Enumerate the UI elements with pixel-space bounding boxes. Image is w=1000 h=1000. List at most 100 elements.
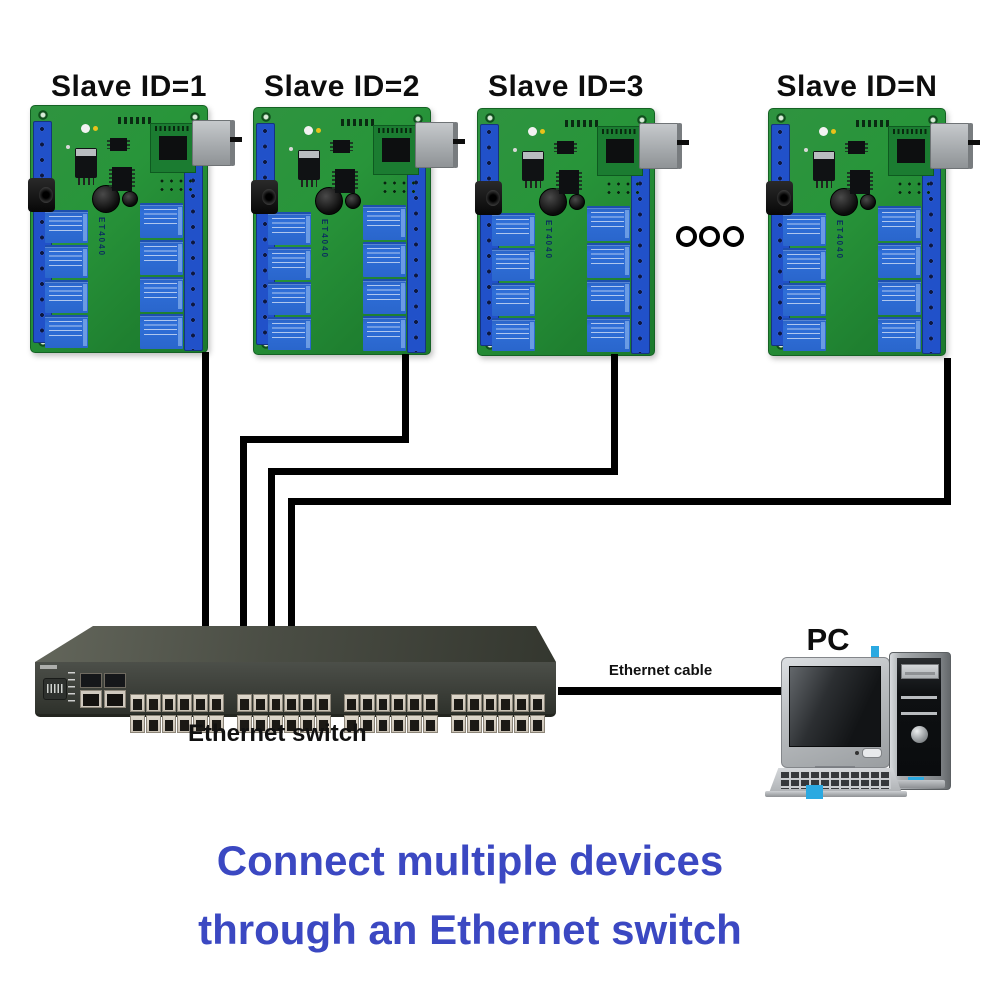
relay-board-1: ET4040 — [28, 105, 242, 353]
port-group — [451, 694, 553, 734]
ellipsis-dot — [723, 226, 744, 247]
led-labels — [68, 672, 75, 702]
rj45-port-icon — [529, 714, 545, 733]
silkscreen-text: ET4040 — [544, 220, 553, 261]
header-dots — [381, 179, 419, 196]
white-led — [819, 127, 828, 136]
mounting-hole — [190, 112, 200, 122]
rj45-port-icon — [177, 694, 193, 712]
capacitor — [860, 194, 876, 210]
rj45-port-icon — [451, 714, 466, 733]
sfp-slot — [80, 673, 102, 688]
relay — [45, 280, 88, 313]
relay — [363, 316, 406, 351]
rj45-port-icon — [375, 714, 391, 733]
rj45-port-icon — [268, 694, 284, 712]
dc-power-jack-icon — [475, 181, 502, 215]
port-group — [130, 694, 232, 734]
cable-boardn-v1 — [944, 358, 951, 505]
mounting-hole — [637, 115, 647, 125]
white-led — [528, 127, 537, 136]
rj45-port-icon — [208, 714, 224, 733]
rj45-port-icon — [130, 694, 145, 712]
rj45-port-icon — [145, 694, 161, 712]
relay — [878, 206, 921, 241]
white-led — [304, 126, 313, 135]
relay-board-n: ET4040 — [766, 108, 980, 356]
relay — [587, 280, 630, 315]
ic-chip — [330, 140, 353, 153]
silkscreen-text: ET4040 — [320, 219, 329, 260]
switch-front-face — [35, 662, 556, 733]
relay — [268, 247, 311, 280]
ic-chip — [556, 170, 582, 194]
cable-board3-v2 — [268, 468, 275, 688]
sfp-slot — [104, 673, 126, 688]
dc-power-jack-icon — [28, 178, 55, 212]
rj45-port-icon — [300, 694, 315, 712]
ic-chip — [845, 141, 868, 154]
relay — [363, 205, 406, 240]
rj45-port-icon — [498, 714, 514, 733]
ic-chip — [107, 138, 130, 151]
rj45-port-icon — [466, 694, 482, 712]
rj45-port-icon — [451, 694, 466, 712]
relay — [140, 203, 183, 238]
rj45-port-icon — [482, 714, 498, 733]
relay — [783, 283, 826, 316]
relay — [363, 242, 406, 277]
rj45-port-icon — [284, 694, 300, 712]
yellow-led — [540, 129, 545, 134]
keyboard-keys — [781, 772, 891, 789]
relay — [268, 212, 311, 245]
header-dots — [896, 180, 934, 197]
board-title-1: Slave ID=1 — [51, 70, 207, 103]
header-dots — [605, 180, 643, 197]
rj45-port-icon — [359, 714, 375, 733]
port-group — [344, 694, 446, 734]
switch-label: Ethernet switch — [188, 720, 367, 747]
rj45-port-icon — [422, 694, 438, 712]
rj45-port-icon — [375, 694, 391, 712]
tower-vent-strip — [901, 712, 937, 715]
monitor-cyan-tab — [871, 646, 879, 660]
relay — [878, 317, 921, 352]
white-led — [513, 148, 517, 152]
mounting-hole — [485, 113, 495, 123]
white-led — [66, 145, 70, 149]
cable-board2-v1 — [402, 354, 409, 440]
silkscreen-text: ET4040 — [835, 220, 844, 261]
mounting-hole — [413, 114, 423, 124]
mounting-hole — [261, 112, 271, 122]
relay — [492, 213, 535, 246]
ic-chip — [554, 141, 577, 154]
rj45-port-icon — [237, 694, 252, 712]
silkscreen-text: ET4040 — [97, 217, 106, 258]
optical-drive-slot — [901, 664, 939, 679]
caption: Connect multiple devices through an Ethe… — [150, 840, 790, 951]
cable-board3-v1 — [611, 354, 618, 474]
rj45-port-icon — [300, 714, 315, 733]
mounting-hole — [776, 113, 786, 123]
rj45-port-icon — [177, 714, 193, 733]
cable-board2-h — [240, 436, 409, 443]
rj45-port-icon — [268, 714, 284, 733]
switch-top-surface — [35, 626, 556, 662]
relay — [878, 243, 921, 278]
ellipsis-dot — [676, 226, 697, 247]
white-led — [289, 147, 293, 151]
rj45-port-icon — [415, 122, 465, 168]
rj45-port-icon — [344, 714, 359, 733]
switch-brand-logo — [40, 665, 57, 669]
relay — [140, 314, 183, 349]
tower-power-button — [911, 726, 928, 743]
uplink-port — [104, 690, 126, 708]
relay — [45, 245, 88, 278]
rj45-port-icon — [145, 714, 161, 733]
rj45-port-icon — [391, 714, 407, 733]
rj45-port-icon — [391, 694, 407, 712]
relay — [492, 248, 535, 281]
rj45-port-icon — [130, 714, 145, 733]
rj45-port-icon — [344, 694, 359, 712]
cable-board2-v2 — [240, 436, 247, 688]
